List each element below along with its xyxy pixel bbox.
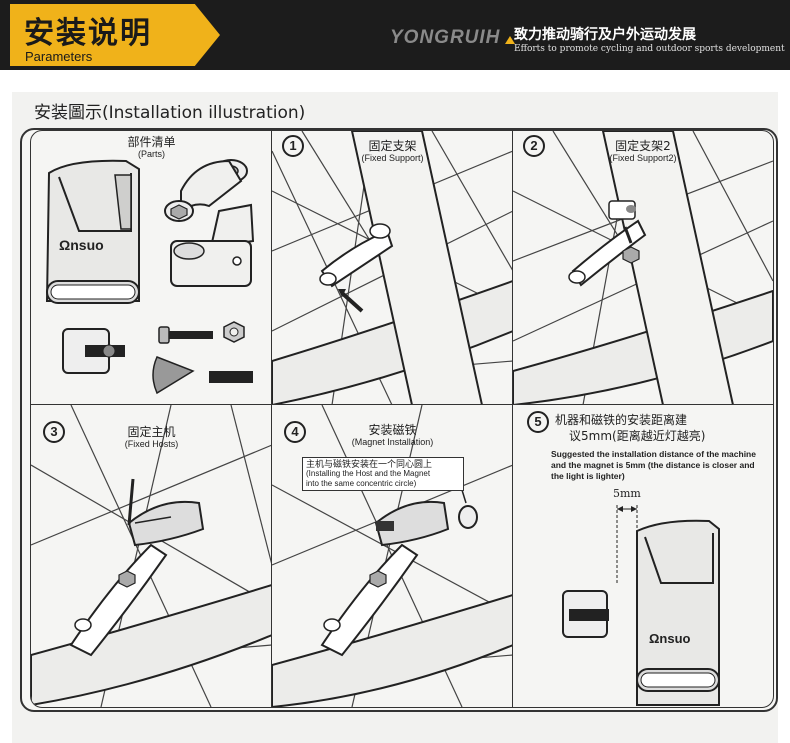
magnet-installation-illustration xyxy=(272,405,513,707)
distance-desc-line-1: Suggested the installation distance of t… xyxy=(551,449,756,459)
fixed-support-2-illustration xyxy=(513,131,773,405)
step-number: 2 xyxy=(523,135,545,157)
panel-subtitle: (Fixed Support) xyxy=(361,153,424,163)
panel-subtitle: (Parts) xyxy=(138,149,165,159)
distance-desc-line-2: and the magnet is 5mm (the distance is c… xyxy=(551,460,755,470)
header-title-tab xyxy=(10,4,220,66)
panel-magnet-installation: 4 安装磁铁 (Magnet Installation) 主机与磁铁安装在一个同… xyxy=(271,404,514,708)
page-title: 安装说明 xyxy=(24,16,152,51)
panel-title: 固定主机 xyxy=(127,425,176,439)
parts-illustration xyxy=(45,159,255,395)
triangle-icon xyxy=(505,36,515,44)
sheet-title: 安装圖示(Installation illustration) xyxy=(34,103,306,123)
slogan-en: Efforts to promote cycling and outdoor s… xyxy=(514,44,785,54)
panel-title: 部件清单 xyxy=(127,135,176,149)
panel-title: 固定支架2 xyxy=(615,139,671,153)
panel-parts: 部件清单 (Parts) xyxy=(30,130,273,406)
step-number: 3 xyxy=(43,421,65,443)
panel-title-line-2: 议5mm(距离越近灯越亮) xyxy=(569,429,706,443)
slogan-cn: 致力推动骑行及户外运动发展 xyxy=(514,27,696,43)
brand-logo: Ωnsuo xyxy=(649,631,691,646)
panel-fixed-support: 1 固定支架 (Fixed Support) xyxy=(271,130,514,406)
panel-title: 安装磁铁 xyxy=(368,423,417,437)
concentric-note: 主机与磁铁安装在一个同心圆上 (Installing the Host and … xyxy=(302,457,464,491)
distance-desc-line-3: the light is lighter) xyxy=(551,471,625,481)
panel-subtitle: (Magnet Installation) xyxy=(351,437,434,447)
step-number: 4 xyxy=(284,421,306,443)
note-en-line-1: (Installing the Host and the Magnet xyxy=(306,469,431,478)
panel-fixed-hosts: 3 固定主机 (Fixed Hosts) xyxy=(30,404,273,708)
brand-logo: Ωnsuo xyxy=(59,237,104,253)
panel-fixed-support-2: 2 固定支架2 (Fixed Support2) xyxy=(512,130,774,406)
note-en-line-2: into the same concentric circle) xyxy=(306,479,417,488)
page-subtitle: Parameters xyxy=(25,49,93,64)
fixed-hosts-illustration xyxy=(31,405,272,707)
panel-subtitle: (Fixed Support2) xyxy=(609,153,677,163)
panel-title: 固定支架 xyxy=(368,139,417,153)
panel-subtitle: (Fixed Hosts) xyxy=(124,439,179,449)
panel-title: 机器和磁铁的安装距离建 xyxy=(555,413,688,427)
brand-name: YONGRUIH xyxy=(390,27,501,48)
fixed-support-illustration xyxy=(272,131,513,405)
note-cn: 主机与磁铁安装在一个同心圆上 xyxy=(306,459,433,469)
step-number: 5 xyxy=(527,411,549,433)
header-bar: 安装说明 Parameters YONGRUIH 致力推动骑行及户外运动发展 E… xyxy=(0,0,790,70)
distance-illustration xyxy=(562,505,720,706)
step-number: 1 xyxy=(282,135,304,157)
panel-distance: 5 机器和磁铁的安装距离建 议5mm(距离越近灯越亮) Suggested th… xyxy=(512,404,774,708)
distance-label: 5mm xyxy=(613,487,641,500)
